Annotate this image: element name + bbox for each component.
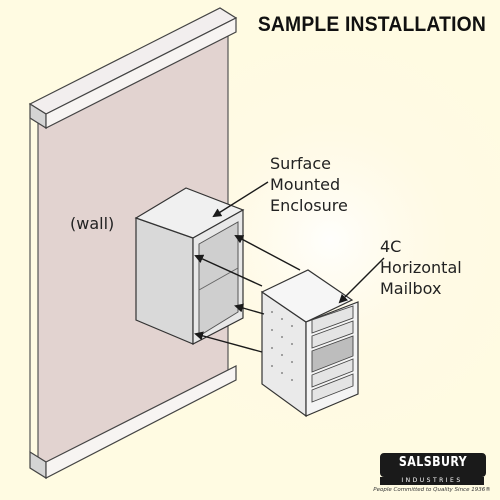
mailbox-top [260, 269, 354, 323]
insert-arrow [234, 235, 301, 271]
surface-mounted-enclosure [134, 187, 245, 345]
enclosure-label-line: Enclosure [270, 196, 348, 215]
insert-arrow [194, 254, 263, 287]
mailbox-doors [311, 305, 354, 403]
brand-logo: SALSBURY INDUSTRIES People Committed to … [372, 453, 492, 497]
mailbox-side-holes [271, 311, 293, 381]
enclosure-label-line: Surface [270, 154, 331, 173]
page-title: SAMPLE INSTALLATION [257, 13, 486, 36]
mailbox-label-line: Horizontal [380, 258, 462, 277]
mailbox-label-line: 4C [380, 237, 402, 256]
enclosure-label-arrow [212, 181, 269, 218]
wall [28, 7, 238, 480]
baseboard [45, 365, 237, 479]
mailbox-label-arrow [338, 257, 385, 304]
enclosure-label-line: Mounted [270, 175, 341, 194]
mailbox-door [311, 320, 354, 349]
brand-name: SALSBURY [398, 455, 468, 470]
enclosure-label: Surface Mounted Enclosure [270, 153, 348, 216]
wall-label: (wall) [70, 214, 115, 233]
mailbox-door [311, 373, 354, 403]
brand-tagline: People Committed to Quality Since 1936® [373, 487, 491, 493]
insert-arrow [234, 303, 265, 315]
arrows [194, 181, 385, 353]
wall-cap-front [45, 17, 237, 129]
mailbox-label-line: Mailbox [380, 279, 442, 298]
mailbox-door [311, 305, 354, 334]
mailbox-label: 4C Horizontal Mailbox [380, 236, 462, 299]
mailbox-door [311, 358, 354, 388]
horizontal-mailbox [260, 269, 359, 418]
brand-box: SALSBURY [380, 453, 486, 477]
insert-arrow [194, 331, 263, 353]
mailbox-master-panel [311, 335, 354, 373]
brand-subtitle: INDUSTRIES [380, 477, 484, 485]
